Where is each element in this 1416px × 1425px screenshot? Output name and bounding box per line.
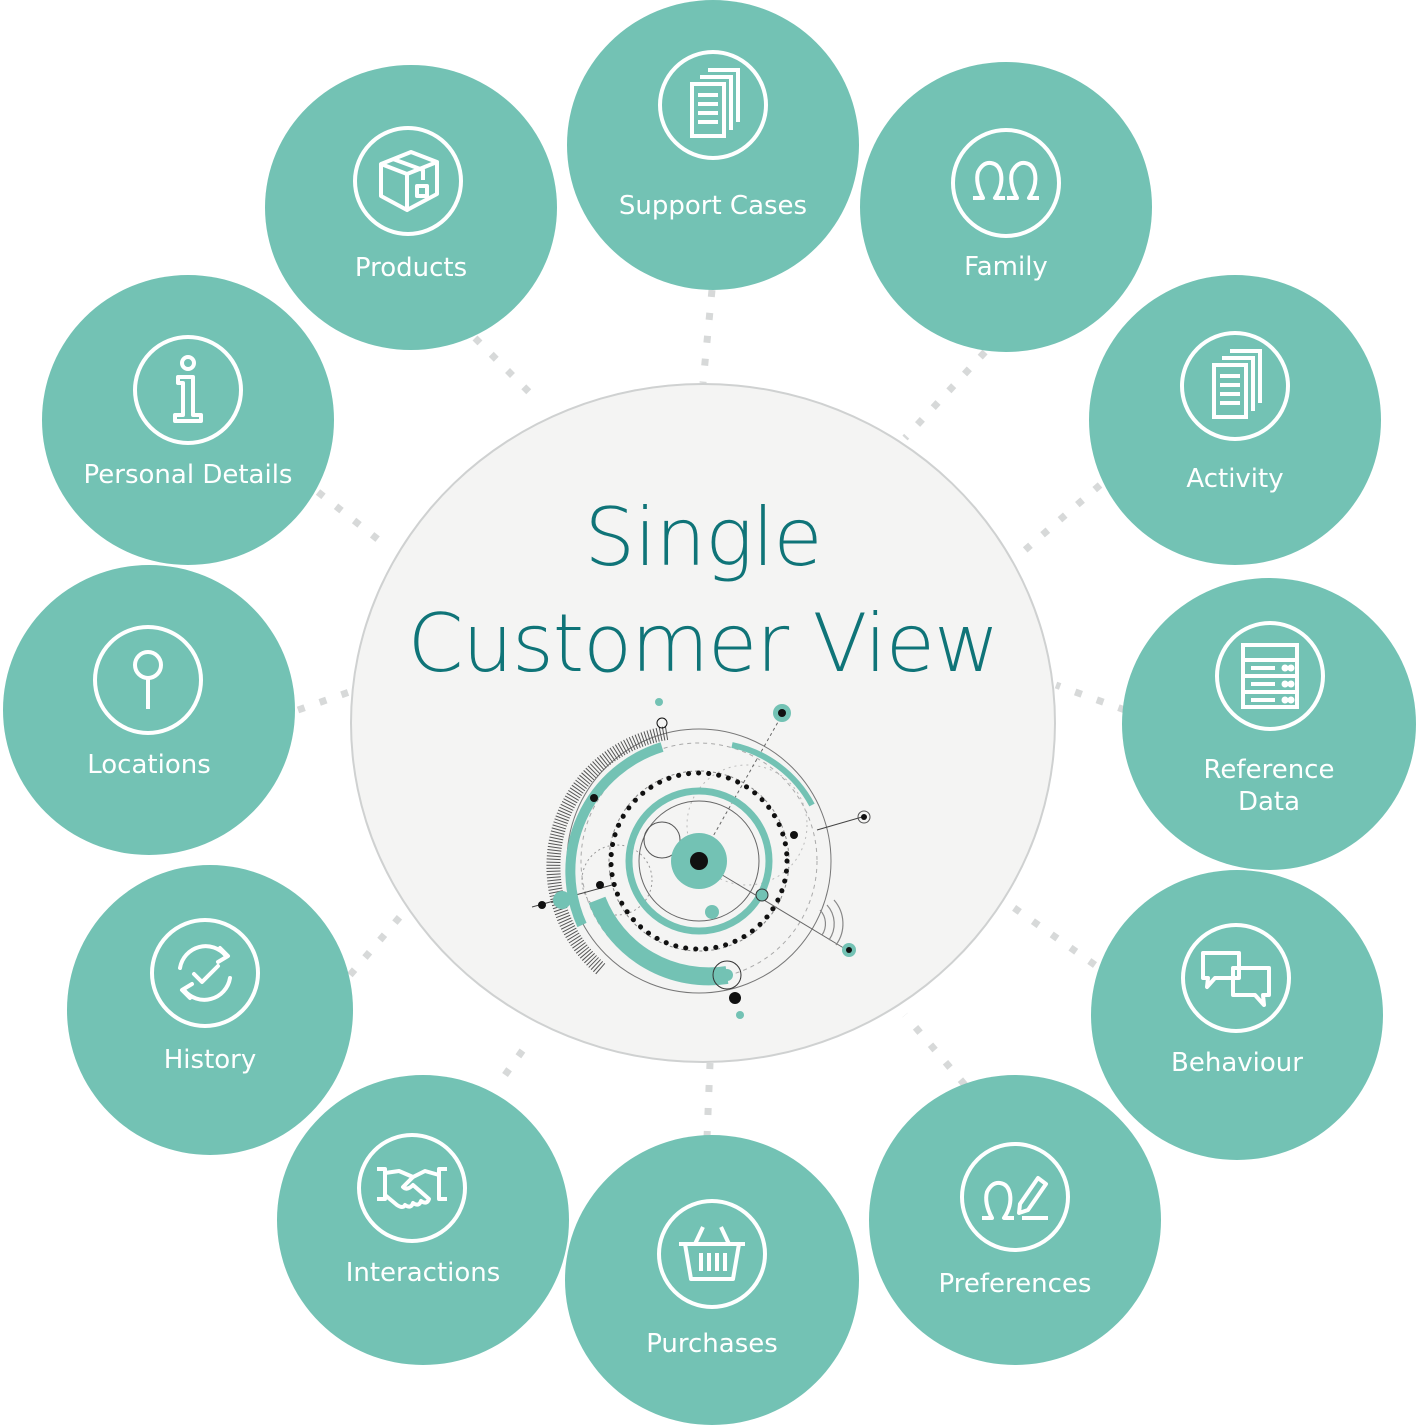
server-icon (1215, 621, 1325, 731)
node-support-cases: Support Cases (567, 0, 859, 290)
documents-icon (658, 50, 768, 160)
refresh-check-icon (150, 918, 260, 1028)
node-label-family: Family (964, 252, 1048, 282)
node-label-behaviour: Behaviour (1171, 1048, 1303, 1078)
node-reference-data: Reference Data (1122, 578, 1416, 870)
node-label-purchases: Purchases (646, 1329, 778, 1359)
box-icon (353, 126, 463, 236)
handshake-icon (357, 1133, 467, 1243)
node-label-reference-data: Reference Data (1122, 754, 1416, 818)
node-label-reference-data-line1: Reference (1203, 755, 1335, 785)
node-locations: Locations (3, 565, 295, 855)
node-label-preferences: Preferences (938, 1269, 1092, 1299)
node-label-personal-details: Personal Details (83, 460, 293, 490)
node-label-reference-data-line2: Data (1237, 787, 1301, 817)
node-products: Products (265, 65, 557, 350)
node-label-support-cases: Support Cases (618, 191, 808, 221)
node-label-interactions: Interactions (345, 1258, 501, 1288)
single-customer-view-hub: Single Customer View (350, 383, 1056, 1063)
center-title-line2: Customer View (407, 597, 1000, 690)
node-interactions: Interactions (277, 1075, 569, 1365)
people-icon (951, 128, 1061, 238)
pin-icon (93, 625, 203, 735)
node-family: Family (860, 62, 1152, 352)
node-label-products: Products (354, 253, 468, 283)
center-title: Single Customer View (352, 485, 1054, 697)
node-personal-details: Personal Details (42, 275, 334, 565)
node-label-locations: Locations (87, 750, 211, 780)
node-behaviour: Behaviour (1091, 870, 1383, 1160)
node-purchases: Purchases (565, 1135, 859, 1425)
info-icon (133, 335, 243, 445)
node-preferences: Preferences (869, 1075, 1161, 1365)
node-activity: Activity (1089, 275, 1381, 565)
node-label-activity: Activity (1186, 464, 1284, 494)
basket-icon (657, 1199, 767, 1309)
abstract-orbit-graphic (531, 698, 871, 1019)
chat-bubbles-icon (1181, 923, 1291, 1033)
center-title-line1: Single (584, 491, 822, 584)
documents-icon (1180, 331, 1290, 441)
node-label-history: History (163, 1045, 257, 1075)
person-edit-icon (960, 1142, 1070, 1252)
node-history: History (67, 865, 353, 1155)
